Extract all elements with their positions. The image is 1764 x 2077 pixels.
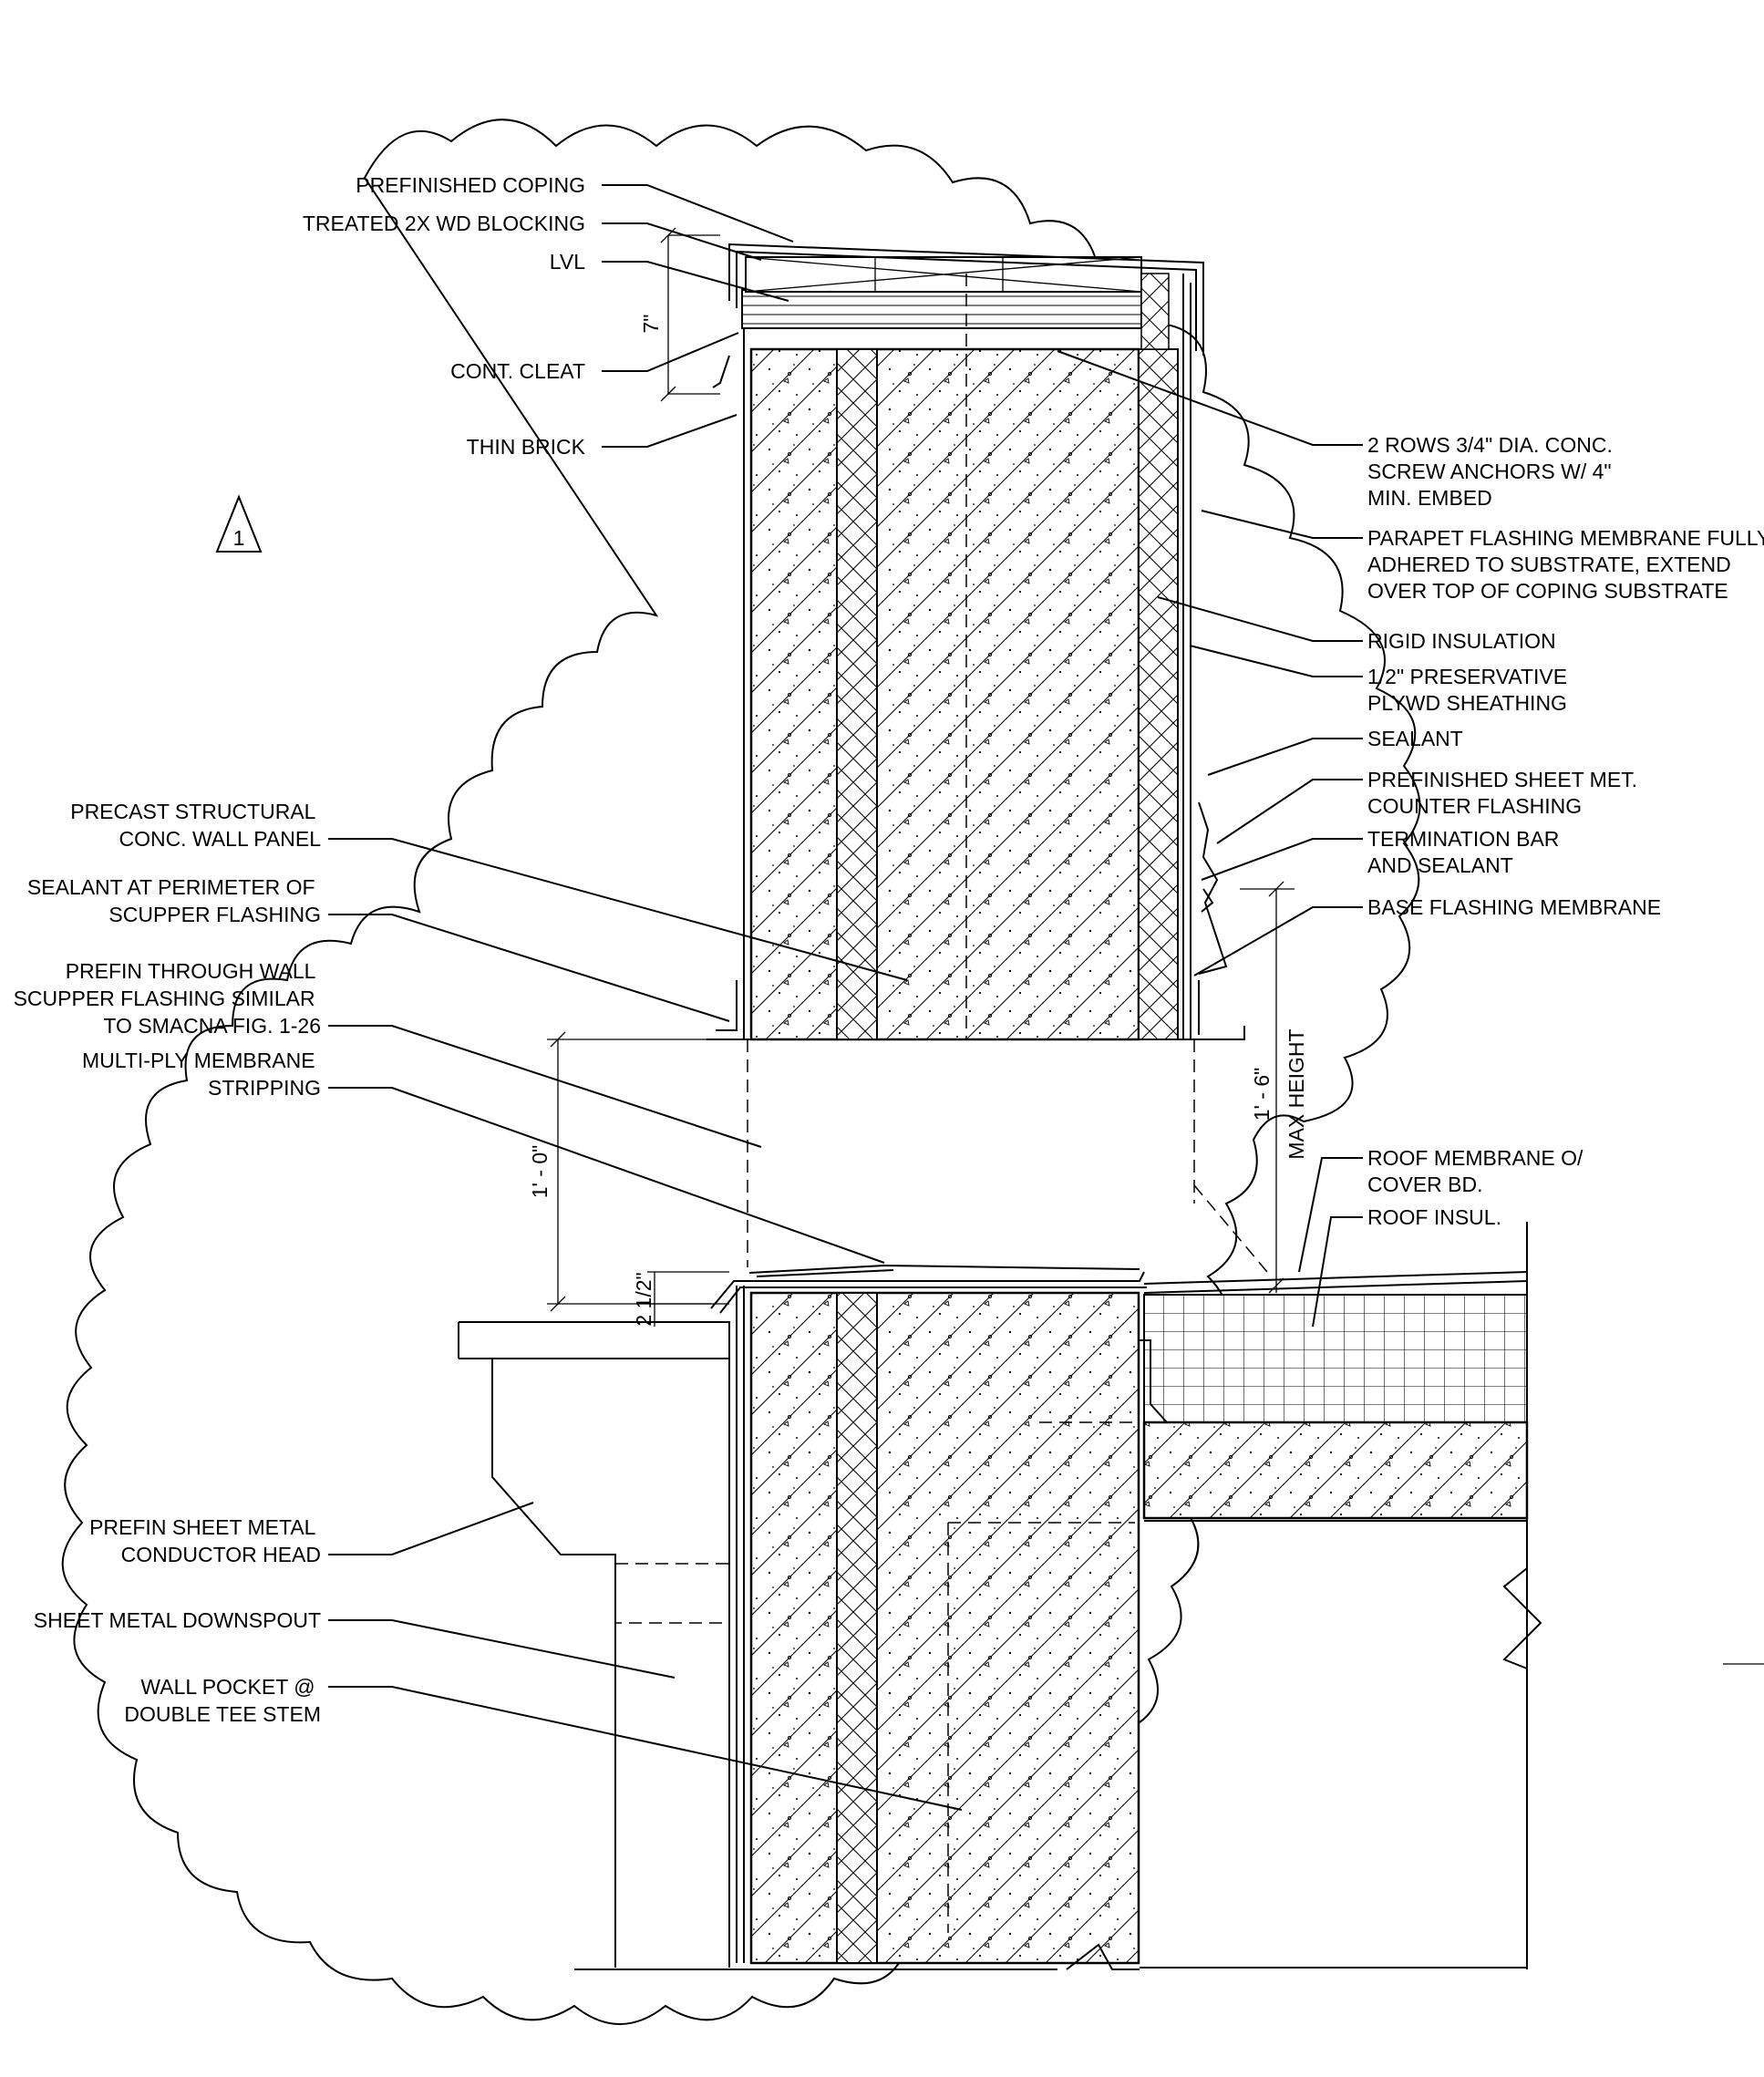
double-tee-flange — [1142, 1421, 1529, 1520]
callout-pocket: WALL POCKET @ DOUBLE TEE STEM — [124, 1675, 321, 1726]
callout-stripping: MULTI-PLY MEMBRANE STRIPPING — [82, 1049, 321, 1100]
callouts-left: PREFINISHED COPING TREATED 2X WD BLOCKIN… — [14, 173, 586, 1726]
callout-termination: TERMINATION BAR AND SEALANT — [1367, 827, 1565, 877]
callout-panel: PRECAST STRUCTURAL CONC. WALL PANEL — [70, 800, 321, 851]
callout-scupper: PREFIN THROUGH WALL SCUPPER FLASHING SIM… — [14, 959, 321, 1038]
callout-roof-insul: ROOF INSUL. — [1367, 1205, 1501, 1229]
roof-insulation — [1143, 1294, 1528, 1423]
callout-coping: PREFINISHED COPING — [356, 173, 585, 197]
callout-rigid: RIGID INSULATION — [1367, 629, 1556, 653]
upper-wall-section — [707, 243, 1245, 1041]
roof-membrane — [1143, 1271, 1528, 1285]
callout-conductor: PREFIN SHEET METAL CONDUCTOR HEAD — [89, 1515, 321, 1566]
lower-wall-section — [574, 1222, 1764, 1970]
dim-opening-height: 1' - 0" — [528, 1145, 552, 1199]
rigid-insulation-upper — [1138, 348, 1179, 1040]
conductor-head-and-downspout — [458, 1321, 730, 1968]
callout-plywood: 1/2" PRESERVATIVE PLYWD SHEATHING — [1367, 665, 1573, 715]
callout-parapet-membrane: PARAPET FLASHING MEMBRANE FULLY ADHERED … — [1367, 526, 1764, 603]
dim-max-height-label: MAX HEIGHT — [1284, 1028, 1308, 1159]
callout-lvl: LVL — [550, 250, 585, 274]
leader-lines-left — [328, 184, 963, 1811]
scupper-flashing — [710, 1271, 1145, 1309]
callout-sealant-scupper: SEALANT AT PERIMETER OF SCUPPER FLASHING — [27, 875, 321, 926]
dim-scupper-lip: 2 1/2" — [632, 1272, 655, 1326]
callouts-right: 2 ROWS 3/4" DIA. CONC. SCREW ANCHORS W/ … — [1367, 433, 1764, 1229]
revision-triangle: 1 — [215, 494, 263, 553]
dim-max-height-value: 1' - 6" — [1250, 1068, 1274, 1121]
callout-blocking: TREATED 2X WD BLOCKING — [303, 212, 585, 235]
insulation-band-upper — [836, 348, 878, 1040]
insulation-band-lower — [836, 1292, 878, 1964]
precast-panel-upper — [749, 347, 1140, 1041]
precast-panel-lower — [749, 1291, 1140, 1965]
dimension-lines — [547, 227, 1295, 1327]
lvl-member — [741, 289, 1142, 329]
callout-base-flashing: BASE FLASHING MEMBRANE — [1367, 895, 1661, 919]
callout-counter: PREFINISHED SHEET MET. COUNTER FLASHING — [1367, 768, 1643, 818]
prefinished-coping — [728, 243, 1204, 356]
callout-brick: THIN BRICK — [467, 435, 586, 459]
dim-coping-height: 7" — [639, 315, 663, 334]
leader-lines-right — [1057, 350, 1363, 1328]
callout-anchors: 2 ROWS 3/4" DIA. CONC. SCREW ANCHORS W/ … — [1367, 433, 1618, 510]
callout-roof-membrane: ROOF MEMBRANE O/ COVER BD. — [1367, 1146, 1589, 1196]
callout-cleat: CONT. CLEAT — [450, 359, 585, 383]
revision-number: 1 — [233, 526, 245, 550]
callout-downspout: SHEET METAL DOWNSPOUT — [34, 1608, 321, 1632]
callout-sealant: SEALANT — [1367, 727, 1463, 750]
